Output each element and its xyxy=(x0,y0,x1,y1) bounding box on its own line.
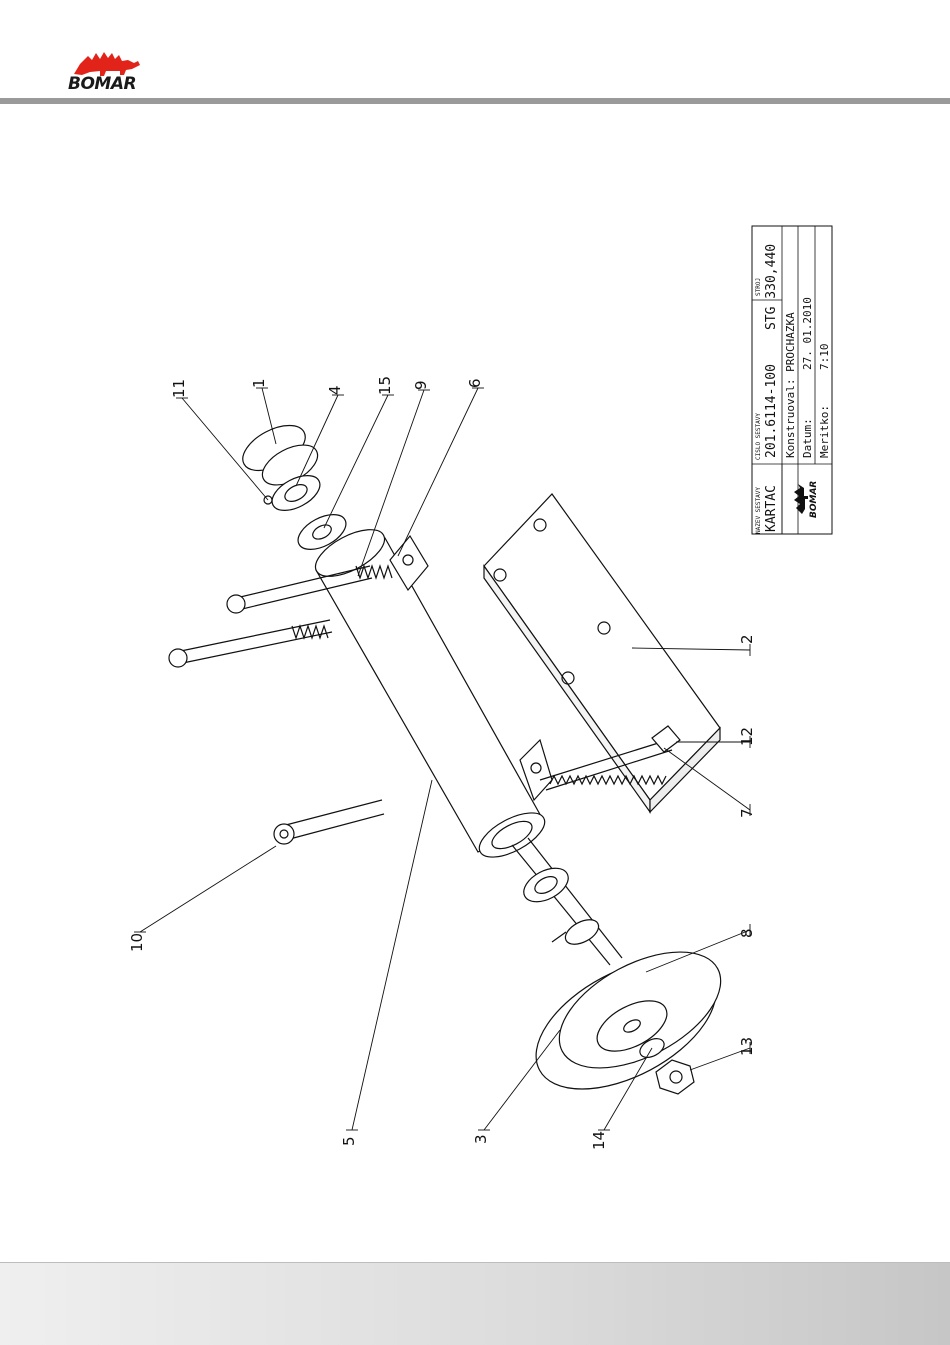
scale-label: Meritko: xyxy=(818,405,831,458)
title-block: NAZEV SESTAVY KARTAC CISLO SESTAVY 201.6… xyxy=(752,226,832,534)
number-value: 201.6114-100 xyxy=(764,364,779,458)
callout-12: 12 xyxy=(738,727,756,746)
callout-3: 3 xyxy=(472,1134,490,1144)
bolt-loose xyxy=(274,800,384,844)
scale-value: 7:10 xyxy=(818,344,831,371)
callout-6: 6 xyxy=(466,378,484,388)
designer-value: Konstruoval: PROCHAZKA xyxy=(784,312,797,458)
callout-13: 13 xyxy=(738,1037,756,1056)
callout-11: 11 xyxy=(170,379,188,398)
number-label: CISLO SESTAVY xyxy=(755,413,762,460)
footer-band xyxy=(0,1262,950,1345)
callout-7: 7 xyxy=(738,808,756,818)
machine-label: STROJ xyxy=(755,278,762,296)
callout-4: 4 xyxy=(326,385,344,395)
base-plate xyxy=(484,494,720,812)
date-label: Datum: xyxy=(801,418,814,458)
callout-10: 10 xyxy=(128,933,146,952)
bolt-lower xyxy=(169,620,332,667)
callout-14: 14 xyxy=(590,1131,608,1150)
callout-9: 9 xyxy=(412,380,430,390)
callout-1: 1 xyxy=(250,378,268,388)
machine-value: STG 330,440 xyxy=(764,244,779,330)
date-value: 27. 01.2010 xyxy=(801,297,814,370)
callout-5: 5 xyxy=(340,1136,358,1146)
name-label: NAZEV SESTAVY xyxy=(755,487,762,534)
callout-8: 8 xyxy=(738,928,756,938)
title-block-logo-text: BOMAR xyxy=(809,481,819,518)
brush-disc xyxy=(515,928,739,1116)
callout-2: 2 xyxy=(738,634,756,644)
callout-15: 15 xyxy=(376,376,394,395)
name-value: KARTAC xyxy=(764,485,779,532)
